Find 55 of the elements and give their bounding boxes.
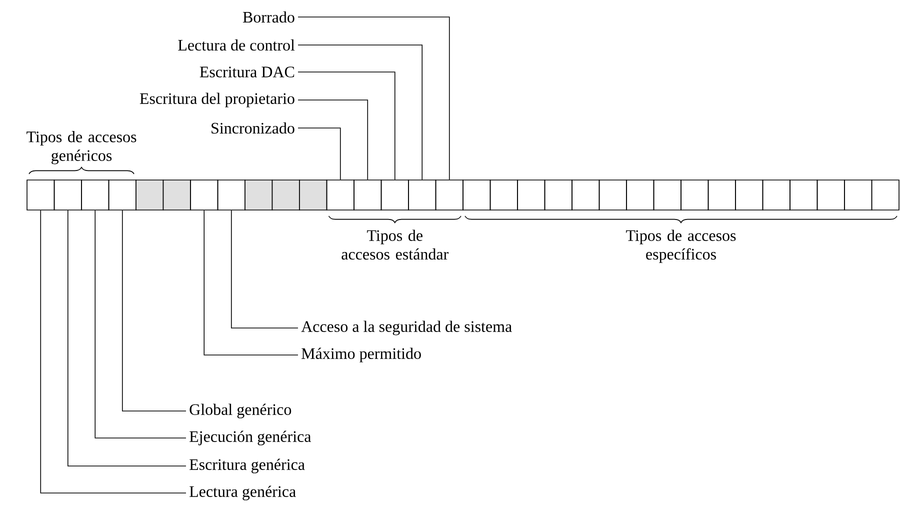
bit-cell	[680, 180, 709, 210]
bit-cell	[54, 180, 82, 210]
bit-cell	[435, 180, 464, 210]
bit-cell	[299, 180, 328, 210]
bit-cell	[708, 180, 736, 210]
bit-cell	[26, 180, 55, 210]
bit-cell	[762, 180, 790, 210]
leader-line	[230, 210, 298, 328]
leader-text: Lectura genérica	[190, 486, 296, 500]
leader-text: Acceso a la seguridad de sistema	[301, 320, 512, 336]
bit-cell	[272, 180, 300, 210]
bit-cell	[544, 180, 572, 210]
leader-text: Lectura de control	[178, 39, 295, 51]
leader-text: Sincronizado	[212, 122, 294, 134]
leader-line	[67, 210, 186, 466]
leader-text: Ejecución genérica	[190, 430, 312, 446]
bit-cell	[517, 180, 546, 210]
bit-cell	[844, 180, 872, 210]
bit-cell	[653, 180, 682, 210]
bit-cell	[136, 180, 164, 210]
leader-text: Escritura del propietario	[140, 92, 294, 108]
bit-cell	[790, 180, 818, 210]
leader-text: Borrado	[242, 11, 294, 23]
leader-line	[298, 16, 450, 180]
leader-text: Global genérico	[190, 404, 292, 418]
leader-line	[298, 128, 341, 180]
bit-cell	[462, 180, 491, 210]
leader-text: Escritura DAC	[200, 66, 294, 78]
leader-line	[298, 72, 396, 180]
leader-line	[298, 44, 423, 180]
bit-cell	[380, 180, 409, 210]
group-label: Tipos de accesos específicos	[626, 230, 736, 263]
leader-line	[40, 210, 186, 494]
bit-cell	[816, 180, 845, 210]
bit-cell	[162, 180, 191, 210]
bit-cell	[598, 180, 627, 210]
leader-line	[122, 210, 186, 412]
leader-text: Máximo permitido	[302, 348, 421, 362]
bit-cell	[626, 180, 654, 210]
group-label: Tipos de accesos estándar	[342, 230, 448, 260]
group-label: Tipos de accesos genéricos	[26, 131, 136, 164]
bit-cell	[244, 180, 273, 210]
leader-line	[298, 100, 368, 180]
bit-cell	[490, 180, 518, 210]
bit-cell	[190, 180, 218, 210]
bit-cell	[408, 180, 436, 210]
bit-cell	[354, 180, 382, 210]
leader-text: Escritura genérica	[190, 458, 305, 474]
bit-cell	[871, 180, 900, 210]
leader-line	[204, 210, 298, 356]
bit-cell	[326, 180, 354, 210]
bit-cell	[572, 180, 600, 210]
leader-line	[94, 210, 186, 438]
bit-cell	[735, 180, 764, 210]
bit-cell	[81, 180, 110, 210]
